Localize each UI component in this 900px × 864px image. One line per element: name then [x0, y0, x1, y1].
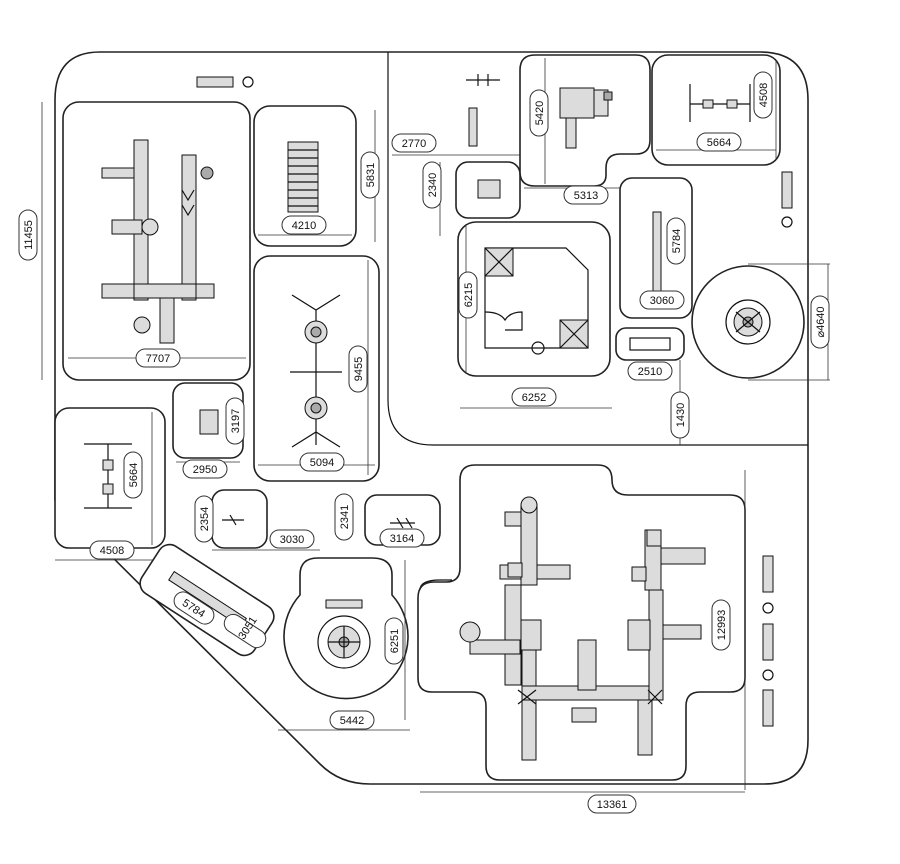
bench-right-3 [762, 689, 774, 727]
spring-rider-top-center [466, 74, 500, 86]
swing-m [689, 84, 751, 122]
bench-right-1 [762, 555, 774, 593]
zone-q-width-label: 2510 [638, 366, 662, 378]
zone-l [519, 54, 651, 189]
zone-d-height-label: 3197 [230, 409, 242, 433]
zone-k [439, 161, 521, 236]
zone-i [278, 557, 410, 731]
zone-i-width-label: 5442 [340, 715, 364, 727]
zone-b [253, 105, 376, 247]
zone-q [615, 327, 685, 361]
zone-d-width-label: 2950 [193, 464, 217, 476]
zone-f [211, 489, 320, 551]
zone-m [651, 54, 781, 166]
zone-l-height-label: 5420 [534, 101, 546, 125]
zone-e-width-label: 4508 [100, 545, 124, 557]
zone-g-height-label: 2341 [339, 505, 351, 529]
zone-n-width-label: 6252 [522, 392, 546, 404]
zone-b-width-label: 4210 [292, 220, 316, 232]
play-structure-n [484, 247, 589, 355]
play-structure-r [459, 496, 706, 761]
springer-d [199, 409, 219, 435]
bench-q [629, 337, 671, 351]
zone-a [41, 101, 251, 381]
play-structure-a [101, 139, 215, 344]
bin-right-top [781, 216, 793, 228]
zone-k-height-label: 2340 [427, 173, 439, 197]
zone-o-height-label: 5784 [671, 229, 683, 253]
climbing-net-b [287, 141, 319, 213]
zone-i-height-label: 6251 [389, 629, 401, 653]
zone-c [253, 255, 380, 482]
zone-f-height-label: 2354 [199, 507, 211, 531]
zone-c-height-label: 9455 [353, 357, 365, 381]
zone-f-width-label: 3030 [280, 534, 304, 546]
zone-e [54, 407, 166, 561]
site-height-label: 11455 [23, 220, 35, 250]
zone-o [619, 177, 693, 319]
bench-top-center [468, 107, 478, 147]
zone-a-width-label: 7707 [146, 353, 170, 365]
zone-g-width-label: 3164 [390, 533, 414, 545]
zone-m-height-label: 4508 [758, 83, 770, 107]
zone-r-height-label: 12993 [716, 610, 728, 641]
carousel-i [317, 599, 371, 669]
internal-path-top [387, 52, 808, 446]
zone-j-width-label: 2770 [402, 138, 426, 150]
swing-e [84, 443, 132, 509]
spinner-pair-c [290, 294, 342, 448]
springer-k [477, 179, 501, 199]
zone-r [417, 464, 746, 793]
play-unit-l [559, 87, 613, 149]
zone-p [691, 263, 830, 381]
zone-o-width-label: 3060 [650, 295, 674, 307]
bench-right-top [781, 171, 793, 209]
zone-r-width-label: 13361 [597, 799, 628, 811]
bin-top-left [242, 76, 254, 88]
spring-rider-g [390, 517, 415, 529]
spring-rider-f [222, 514, 244, 526]
zone-m-width-label: 5664 [707, 137, 731, 149]
zone-n-height-label: 6215 [463, 283, 475, 307]
zone-b-height-label: 5831 [365, 163, 377, 187]
balance-beam-o [652, 211, 662, 303]
zone-n [457, 221, 612, 409]
zone-e-height-label: 5664 [128, 463, 140, 487]
zone-p-diameter-label: ⌀4640 [815, 306, 827, 337]
bench-top-left [196, 76, 234, 88]
gap-1430-label: 1430 [675, 403, 687, 427]
bin-right-1 [762, 602, 774, 614]
zone-c-width-label: 5094 [310, 457, 334, 469]
zone-l-width-label: 5313 [574, 190, 598, 202]
bench-right-2 [762, 623, 774, 661]
bin-right-2 [762, 669, 774, 681]
